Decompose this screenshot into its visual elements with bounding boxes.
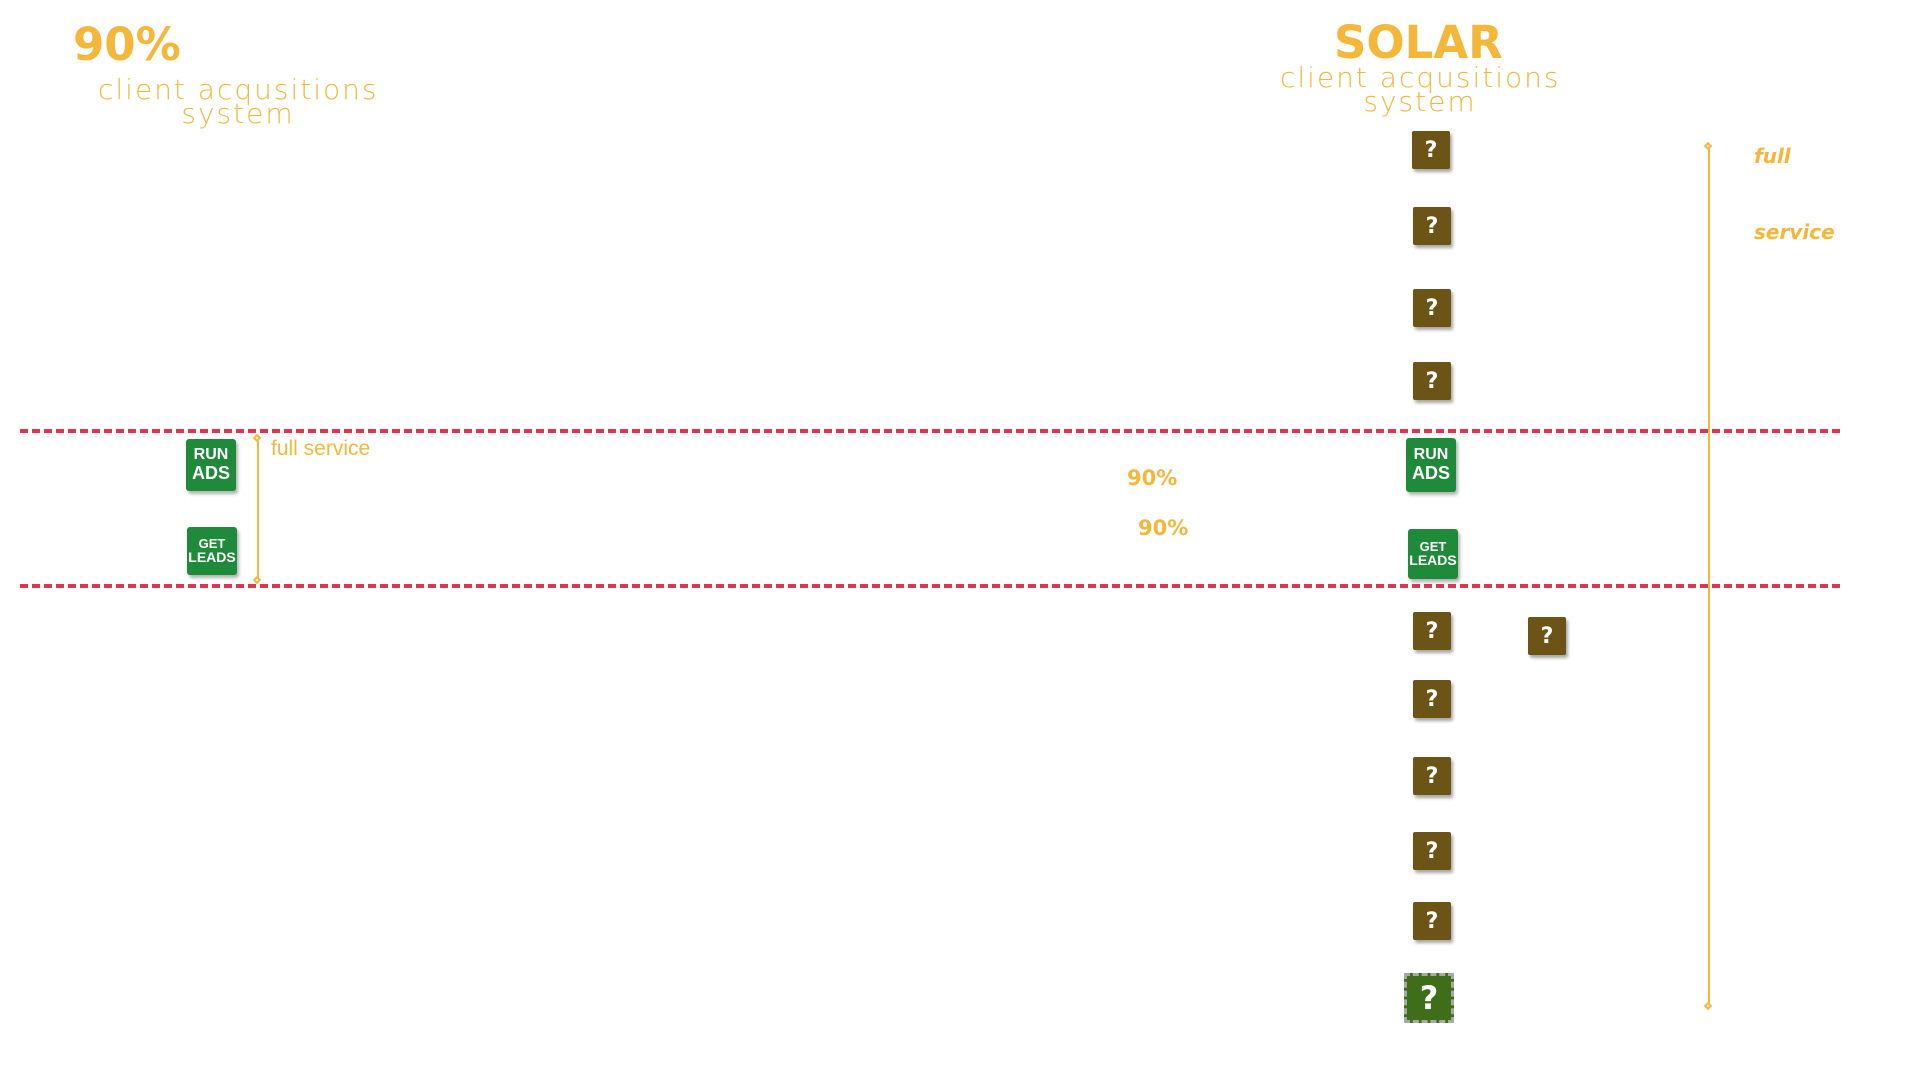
upper-dashed-boundary	[20, 429, 1840, 433]
right-unknown-step-5[interactable]: ?	[1413, 612, 1451, 650]
right-unknown-step-side[interactable]: ?	[1528, 617, 1566, 655]
right-unknown-step-3[interactable]: ?	[1413, 289, 1451, 327]
right-run-ads-step[interactable]: RUN ADS	[1406, 438, 1456, 492]
right-get-leads-step[interactable]: GET LEADS	[1408, 529, 1458, 579]
left-full-service-bracket	[257, 439, 259, 579]
right-final-unknown-step[interactable]: ?	[1404, 973, 1454, 1023]
right-get-leads-line2: LEADS	[1409, 552, 1457, 569]
right-unknown-step-6[interactable]: ?	[1413, 680, 1451, 718]
right-get-leads-line1: GET	[1419, 538, 1447, 554]
right-full-service-bracket	[1708, 147, 1710, 1005]
left-subtitle: client acqusitions system	[98, 73, 379, 130]
left-get-leads-step[interactable]: GET LEADS	[187, 527, 237, 575]
left-subtitle-line1: client acqusitions	[98, 73, 379, 106]
middle-percent-1: 90%	[1127, 466, 1178, 490]
lower-dashed-boundary	[20, 584, 1840, 588]
right-run-ads-line2: ADS	[1411, 462, 1450, 483]
left-get-leads-line1: GET	[198, 535, 226, 551]
left-headline: 90%	[73, 18, 181, 71]
right-unknown-step-1[interactable]: ?	[1412, 131, 1450, 169]
middle-percent-2: 90%	[1138, 516, 1189, 540]
right-headline: SOLAR	[1334, 16, 1503, 69]
left-full-service-label: full service	[271, 437, 371, 460]
left-get-leads-line2: LEADS	[188, 549, 236, 566]
right-unknown-step-8[interactable]: ?	[1413, 832, 1451, 870]
right-run-ads-line1: RUN	[1413, 446, 1449, 464]
right-unknown-step-9[interactable]: ?	[1413, 902, 1451, 940]
right-subtitle-line2: system	[1363, 85, 1477, 118]
right-unknown-step-2[interactable]: ?	[1413, 207, 1451, 245]
right-subtitle: client acqusitions system	[1280, 61, 1561, 118]
left-subtitle-line2: system	[181, 97, 295, 130]
right-subtitle-line1: client acqusitions	[1280, 61, 1561, 94]
left-run-ads-line2: ADS	[191, 462, 230, 483]
left-run-ads-line1: RUN	[193, 446, 229, 464]
right-unknown-step-7[interactable]: ?	[1413, 757, 1451, 795]
left-run-ads-step[interactable]: RUN ADS	[186, 439, 236, 491]
right-full-service-label: full service	[1754, 144, 1835, 244]
right-unknown-step-4[interactable]: ?	[1413, 362, 1451, 400]
